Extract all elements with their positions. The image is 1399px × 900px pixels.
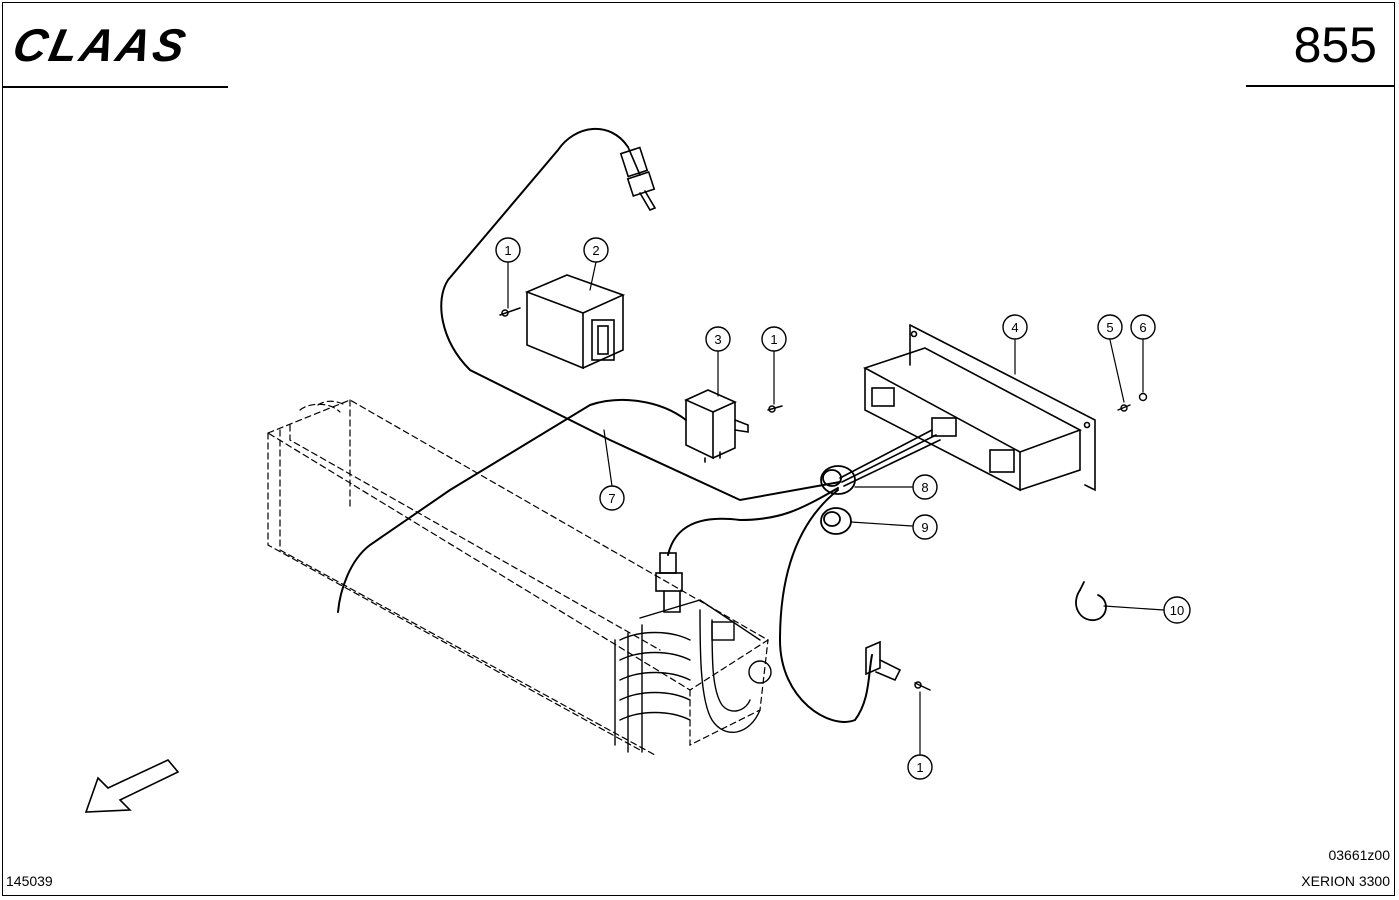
switch-lower-cable [778, 489, 873, 723]
upper-sensor-cable [440, 128, 841, 502]
svg-text:4: 4 [1011, 320, 1018, 335]
switch-cable [337, 399, 687, 613]
switch-module [684, 389, 749, 463]
svg-text:1: 1 [504, 243, 511, 258]
svg-text:2: 2 [592, 243, 599, 258]
callout-5: 5 [1097, 314, 1123, 340]
heat-exchanger [266, 399, 770, 756]
page-number-underline [1246, 85, 1394, 87]
callout-4: 4 [1002, 314, 1028, 340]
figure-code: 03661z00 [1328, 847, 1390, 863]
svg-text:1: 1 [770, 332, 777, 347]
svg-text:6: 6 [1139, 320, 1146, 335]
relay-box [524, 274, 626, 370]
hose-clamp [1075, 581, 1107, 621]
svg-text:1: 1 [916, 760, 923, 775]
control-unit [862, 324, 1096, 492]
svg-text:9: 9 [921, 520, 928, 535]
upper-temperature-sensor [619, 146, 657, 211]
screw-and-washer [1117, 392, 1148, 412]
callout-1a: 1 [495, 237, 521, 263]
direction-arrow [84, 759, 180, 813]
screw-lower [914, 681, 931, 691]
heat-exchanger-core [614, 599, 772, 753]
callout-8: 8 [912, 474, 938, 500]
lower-sensor-cable [667, 487, 839, 556]
wire-harness [839, 429, 941, 487]
logo-underline [2, 86, 228, 88]
svg-text:10: 10 [1170, 603, 1184, 618]
callout-7: 7 [599, 485, 625, 511]
callout-3: 3 [705, 326, 731, 352]
drawing-number: 145039 [6, 873, 53, 889]
callout-1c: 1 [907, 754, 933, 780]
svg-text:8: 8 [921, 480, 928, 495]
screw-middle [767, 405, 783, 413]
page-number: 855 [1293, 17, 1377, 73]
svg-text:3: 3 [714, 332, 721, 347]
float-switch [865, 640, 902, 682]
grommet-loose [820, 507, 852, 535]
lower-temperature-sensor [655, 552, 683, 613]
leader-lines [507, 261, 1165, 755]
screw-upper-left [499, 307, 521, 317]
callout-1b: 1 [761, 326, 787, 352]
svg-text:5: 5 [1106, 320, 1113, 335]
grommet-installed [820, 465, 856, 495]
callout-6: 6 [1130, 314, 1156, 340]
model-name: XERION 3300 [1301, 873, 1390, 889]
callout-2: 2 [583, 237, 609, 263]
callouts: 1 2 3 1 4 5 6 7 [495, 237, 1191, 780]
callout-9: 9 [912, 514, 938, 540]
svg-text:7: 7 [608, 491, 615, 506]
callout-10: 10 [1163, 596, 1191, 624]
